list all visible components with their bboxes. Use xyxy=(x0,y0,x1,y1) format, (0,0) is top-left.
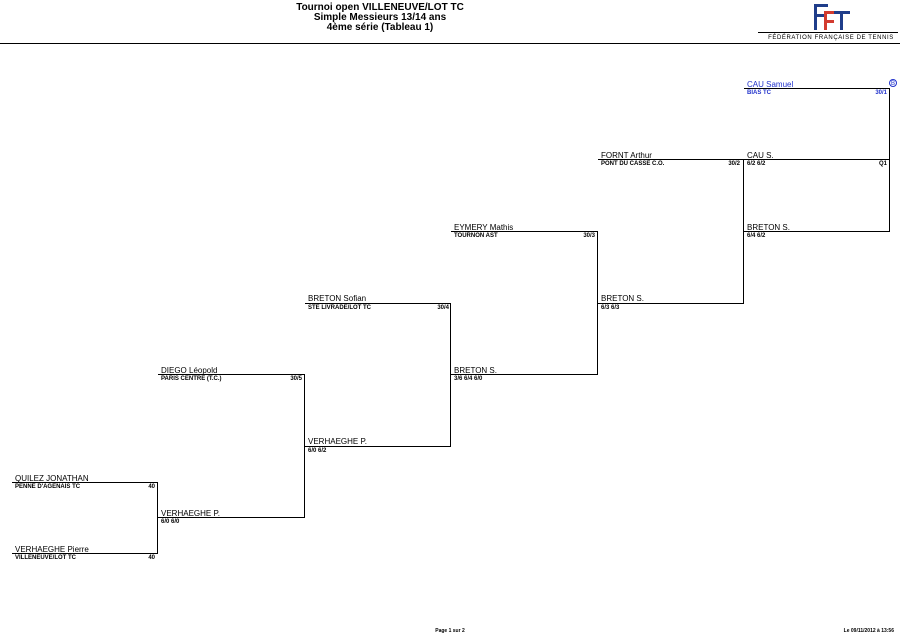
player-rank: Q1 xyxy=(878,161,887,167)
match-score: 6/0 6/0 xyxy=(161,519,180,525)
player-name: DIEGO Léopold xyxy=(161,366,218,375)
match-winner-name: VERHAEGHE P. xyxy=(308,437,367,446)
match-winner-name: BRETON S. xyxy=(747,223,790,232)
player-rank: 40 xyxy=(148,484,155,490)
tournament-title: Tournoi open VILLENEUVE/LOT TC xyxy=(296,2,464,13)
player-club: PONT DU CASSE C.O. xyxy=(601,161,665,167)
player-club: STE LIVRADE/LOT TC xyxy=(308,305,371,311)
player-name: EYMERY Mathis xyxy=(454,223,514,232)
player-club: PARIS CENTRE (T.C.) xyxy=(161,376,222,382)
player-rank: 30/3 xyxy=(583,233,595,239)
match-score: 6/4 6/2 xyxy=(747,233,766,239)
player-name: VERHAEGHE Pierre xyxy=(15,545,89,554)
fft-logo-icon xyxy=(814,4,850,30)
match-winner-name: BRETON S. xyxy=(601,294,644,303)
federation-name: FÉDÉRATION FRANÇAISE DE TENNIS xyxy=(768,35,894,41)
logo-rule xyxy=(758,32,898,33)
winner-seed-icon: B xyxy=(889,79,897,87)
event-title: Simple Messieurs 13/14 ans xyxy=(313,12,447,23)
player-name: FORNT Arthur xyxy=(601,151,652,160)
match-score: 6/3 6/3 xyxy=(601,305,620,311)
player-name: QUILEZ JONATHAN xyxy=(15,474,89,483)
player-club: PENNE D'AGENAIS TC xyxy=(15,484,81,490)
player-name: BRETON Sofian xyxy=(308,294,367,303)
match-winner-name: CAU S. xyxy=(747,151,774,160)
winner-club: BIAS TC xyxy=(747,90,771,96)
match-score: 3/6 6/4 6/0 xyxy=(454,376,483,382)
draw-title: 4ème série (Tableau 1) xyxy=(326,22,434,33)
player-rank: 30/2 xyxy=(728,161,740,167)
winner-name: CAU Samuel xyxy=(747,80,794,89)
match-winner-name: BRETON S. xyxy=(454,366,497,375)
print-date: Le 09/11/2012 à 13:56 xyxy=(843,628,894,634)
player-rank: 30/5 xyxy=(290,376,302,382)
player-club: VILLENEUVE/LOT TC xyxy=(15,555,77,561)
match-winner-name: VERHAEGHE P. xyxy=(161,509,220,518)
player-club: TOURNON AST xyxy=(454,233,498,239)
page-number: Page 1 sur 2 xyxy=(435,628,465,634)
player-rank: 30/4 xyxy=(437,305,449,311)
page-header: Tournoi open VILLENEUVE/LOT TC Simple Me… xyxy=(0,0,900,44)
player-rank: 40 xyxy=(148,555,155,561)
header-divider xyxy=(0,43,900,44)
match-score: 6/0 6/2 xyxy=(308,448,327,454)
winner-rank: 30/1 xyxy=(875,90,887,96)
match-score: 6/2 6/2 xyxy=(747,161,766,167)
